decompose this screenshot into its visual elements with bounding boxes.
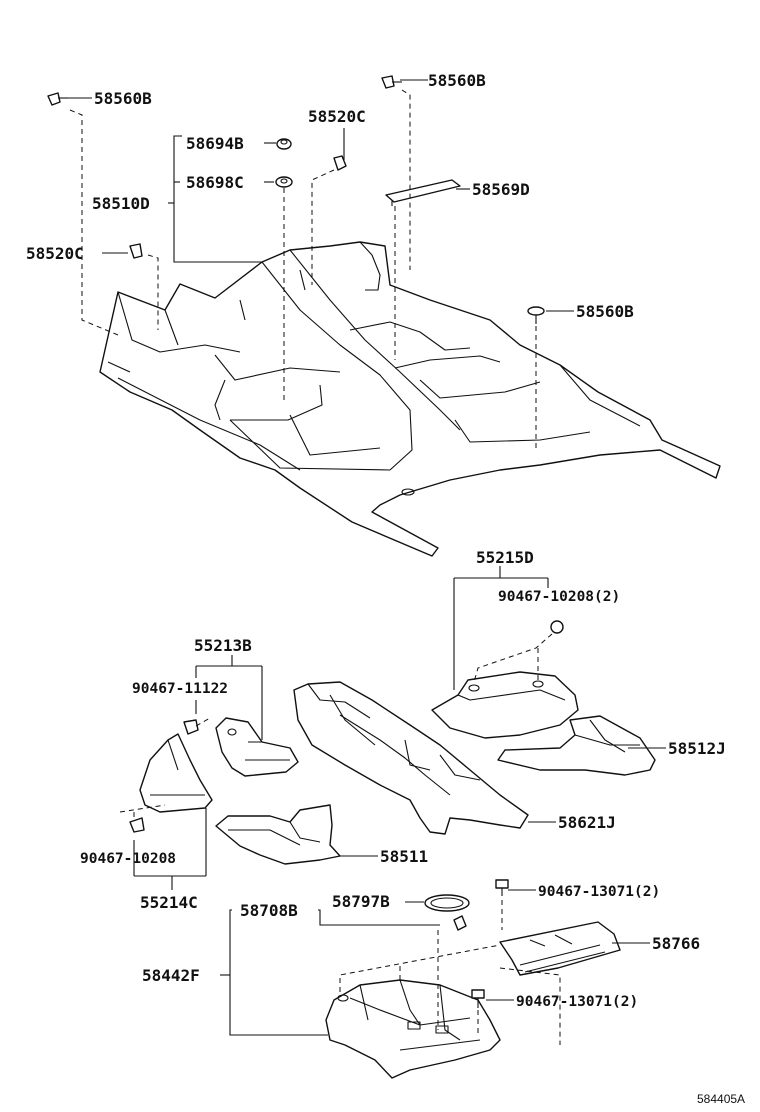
leader-lines-console: [220, 889, 650, 1036]
clip-58520c-top[interactable]: [333, 155, 347, 171]
clip-58560b-left[interactable]: [47, 92, 68, 106]
label-58797b: 58797B: [332, 892, 390, 911]
clip-90467-10208-left[interactable]: [129, 817, 145, 833]
plate-58569d[interactable]: [385, 179, 461, 206]
screw-90467-13071-top[interactable]: [495, 879, 509, 896]
label-55214c: 55214C: [140, 893, 198, 912]
label-58560b-top: 58560B: [428, 71, 486, 90]
label-58520c-left: 58520C: [26, 244, 84, 263]
dash-line: [401, 89, 411, 270]
clip-58560b-top[interactable]: [381, 75, 402, 89]
dash-line: [311, 169, 335, 285]
label-90467-11122: 90467-11122: [132, 681, 228, 697]
dash-line: [473, 633, 553, 683]
label-58766: 58766: [652, 934, 700, 953]
label-90467-10208-2: 90467-10208(2): [498, 589, 620, 605]
label-90467-13071-bottom: 90467-13071(2): [516, 994, 638, 1010]
label-58698c: 58698C: [186, 173, 244, 192]
leader-lines-top: [66, 79, 574, 312]
leader-55215d: [453, 566, 549, 690]
leader-55213b: [195, 655, 263, 740]
bracket-55213b[interactable]: [215, 717, 299, 777]
dash-line: [119, 804, 166, 813]
label-58569d: 58569D: [472, 180, 530, 199]
label-58621j: 58621J: [558, 813, 616, 832]
label-58708b: 58708B: [240, 901, 298, 920]
label-58510d: 58510D: [92, 194, 150, 213]
insulator-58512j[interactable]: [497, 715, 656, 776]
label-58512j: 58512J: [668, 739, 726, 758]
dash-line: [195, 717, 211, 727]
label-90467-13071-top: 90467-13071(2): [538, 884, 660, 900]
insulator-58621j[interactable]: [293, 681, 529, 835]
lid-58766[interactable]: [499, 921, 621, 976]
bolt-90467-11122[interactable]: [183, 719, 199, 735]
clip-58797b-stub[interactable]: [453, 915, 467, 931]
screw-90467-13071-bottom[interactable]: [471, 989, 485, 1008]
label-58442f: 58442F: [142, 966, 200, 985]
label-55213b: 55213B: [194, 636, 252, 655]
bracket-55214c[interactable]: [139, 733, 213, 813]
console-box-58442f[interactable]: [325, 979, 501, 1079]
clip-58520c-left[interactable]: [129, 243, 143, 259]
clip-90467-10208-right[interactable]: [550, 620, 564, 634]
dash-line: [147, 254, 159, 330]
dash-line: [69, 109, 119, 336]
label-58694b: 58694B: [186, 134, 244, 153]
label-58560b-left: 58560B: [94, 89, 152, 108]
clip-58560b-right[interactable]: [527, 306, 545, 324]
floor-carpet-assembly[interactable]: [99, 241, 721, 557]
leader-55214c: [133, 808, 207, 890]
clip-58694b[interactable]: [276, 138, 292, 150]
label-58560b-right: 58560B: [576, 302, 634, 321]
dash-line: [499, 967, 561, 1045]
label-55215d: 55215D: [476, 548, 534, 567]
label-58511: 58511: [380, 847, 428, 866]
label-58520c-top: 58520C: [308, 107, 366, 126]
insulator-58511[interactable]: [215, 804, 341, 865]
insulator-55215d[interactable]: [431, 671, 579, 739]
ring-58797b[interactable]: [424, 894, 470, 912]
label-90467-10208: 90467-10208: [80, 851, 176, 867]
clip-58698c[interactable]: [275, 176, 293, 188]
reference-code: 584405A: [697, 1092, 745, 1106]
